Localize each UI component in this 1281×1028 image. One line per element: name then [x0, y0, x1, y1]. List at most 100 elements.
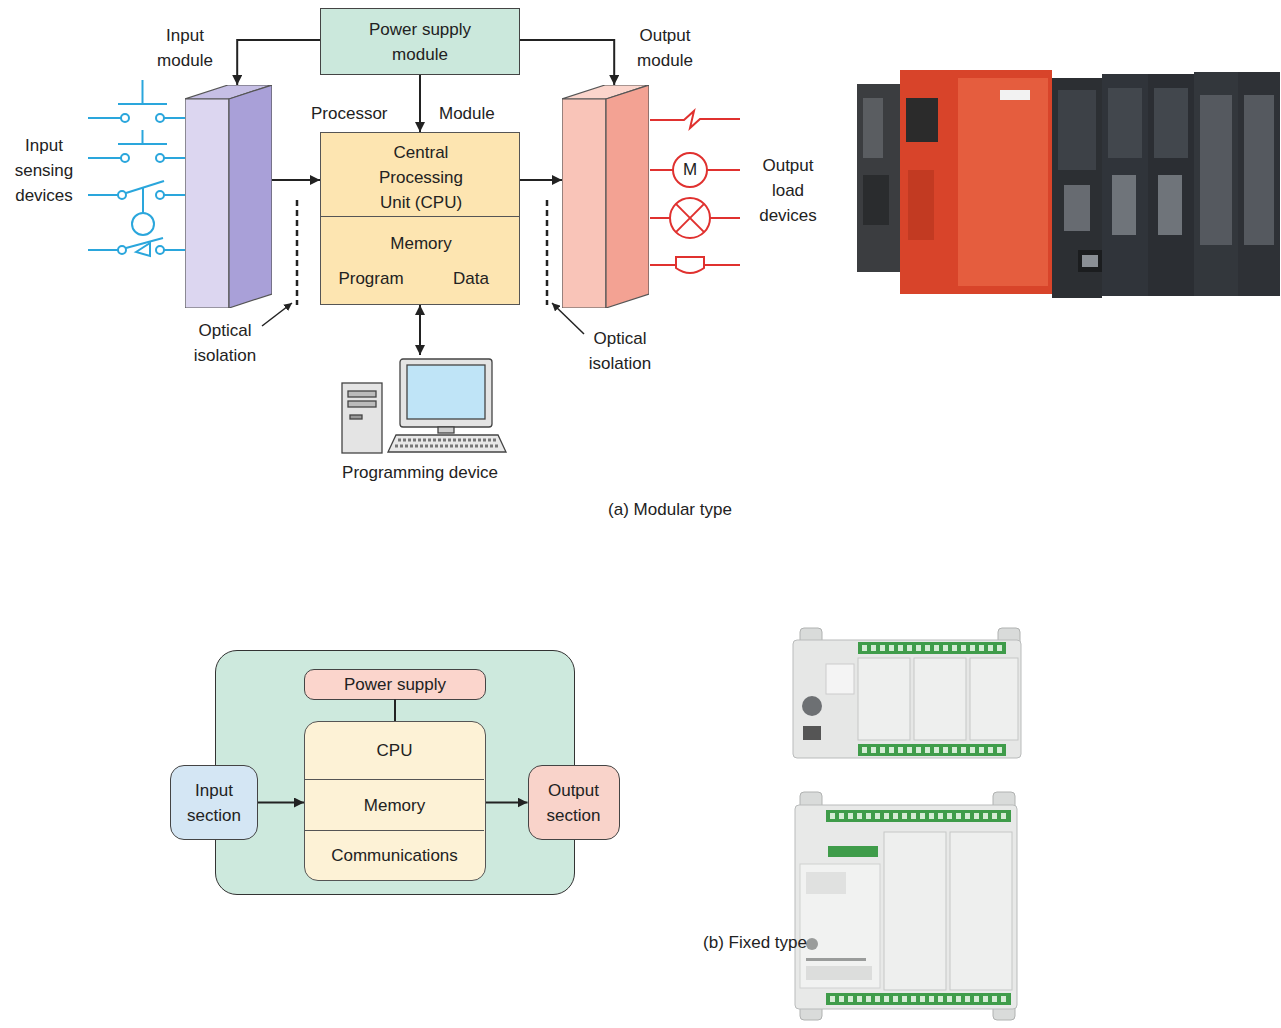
output-load-symbols	[650, 169, 673, 171]
figure-caption-a: (a) Modular type	[608, 497, 732, 522]
node-text: Input module	[140, 23, 230, 73]
node-text: CPU	[377, 738, 413, 763]
computer-icon	[350, 415, 362, 419]
modular-plc-photo	[1200, 95, 1232, 245]
input-switch-symbols	[88, 80, 185, 256]
input-switch-symbols	[156, 114, 164, 122]
input-section-box: Input section	[170, 765, 258, 840]
computer-icon	[438, 427, 454, 433]
modular-plc-photo	[1244, 95, 1274, 245]
modular-plc-photo	[1064, 185, 1090, 231]
fixed-plc-photo	[950, 832, 1012, 990]
prism-face	[229, 85, 272, 308]
fixed-plc-photo	[793, 640, 1021, 758]
modular-plc-photo	[958, 78, 1048, 286]
figure-caption-b: (b) Fixed type	[688, 930, 822, 955]
input-switch-symbols	[132, 213, 154, 235]
node-text-box: CPU	[305, 722, 484, 779]
computer-icon	[348, 401, 376, 407]
fixed-plc-housing: Power supplyCPUMemoryCommunications	[215, 650, 575, 895]
fixed-plc-photo	[858, 658, 910, 740]
output-devices-label: Output load devices	[746, 153, 830, 228]
node-text: Output section	[536, 778, 612, 828]
fixed-plc-photo	[806, 872, 846, 894]
node-text-box: Output section	[536, 778, 612, 828]
section-divider	[321, 216, 519, 217]
node-text-box: Input section	[179, 778, 249, 828]
node-text-box: Central Processing Unit (CPU)	[321, 139, 521, 216]
node-text-box: Communications	[305, 830, 484, 879]
input-switch-symbols	[164, 157, 185, 159]
fixed-plc-photo	[914, 658, 966, 740]
module-prism	[185, 85, 272, 308]
input-module: Input module	[185, 85, 272, 308]
output-load-symbols	[707, 169, 740, 171]
figure-caption-b: (b) Fixed type	[703, 930, 807, 955]
node-text: Central Processing Unit (CPU)	[364, 140, 479, 215]
computer-icon	[342, 359, 506, 453]
node-text: Programming device	[342, 460, 498, 485]
motor-letter: M	[675, 157, 705, 183]
fixed-plc-photo	[970, 658, 1018, 740]
node-text-box: Memory	[321, 228, 521, 258]
fixed-plc-photo	[830, 996, 1008, 1002]
input-switch-symbols	[88, 157, 121, 159]
input-switch-symbols	[121, 154, 129, 162]
node-text-box: Data	[431, 263, 511, 293]
output-load-symbols	[650, 111, 740, 128]
modular-plc-photo	[906, 98, 938, 142]
cpu-memory-stack: CPUMemoryCommunications	[304, 721, 486, 881]
modular-plc-photo	[1194, 72, 1238, 296]
fixed-plc-photo	[802, 696, 822, 716]
fixed-plc-photo	[826, 993, 1011, 1005]
connector-arrow	[520, 40, 614, 85]
fixed-plc-photo	[806, 958, 866, 961]
node-text: Output module	[620, 23, 710, 73]
output-load-symbols	[650, 264, 676, 266]
node-text: Processor	[311, 101, 388, 126]
node-text: Data	[453, 266, 489, 291]
computer-icon	[407, 365, 485, 419]
programming-device: Programming device	[330, 355, 510, 485]
node-text-box: Programming device	[330, 459, 510, 485]
optical-isolation-label: Optical isolation	[180, 318, 270, 368]
input-switch-symbols	[88, 194, 118, 196]
optical-isolation-label: Optical isolation	[575, 326, 665, 376]
output-load-symbols	[676, 204, 704, 232]
node-text-box: Processor	[311, 101, 401, 126]
computer-icon	[388, 435, 506, 452]
fixed-plc-photo	[806, 938, 818, 950]
fixed-plc-photo	[828, 846, 878, 857]
output-devices-label: Output load devices	[746, 153, 830, 228]
modular-plc-photo	[1058, 90, 1096, 170]
node-text: Power supply module	[355, 17, 485, 67]
node-text: Communications	[331, 843, 458, 868]
input-switch-symbols	[156, 154, 164, 162]
modular-plc-photo	[1158, 175, 1182, 235]
connector-arrow	[237, 40, 320, 85]
leader-lines	[262, 303, 292, 326]
fixed-plc-photo	[793, 628, 1021, 758]
input-switch-symbols	[142, 80, 144, 104]
fixed-plc-photo	[862, 645, 1004, 651]
input-switch-symbols	[142, 187, 144, 213]
optical-isolation-label: Optical isolation	[180, 318, 270, 368]
modular-plc-photo	[1000, 90, 1030, 100]
connector-arrow	[419, 305, 421, 355]
fixed-plc-photo	[800, 864, 880, 988]
fixed-plc-photo	[826, 664, 854, 694]
processor-module: ProcessorModuleCentral Processing Unit (…	[320, 132, 520, 305]
node-text-box: Power supply module	[355, 17, 485, 67]
power-supply-module-box: Power supply module	[320, 8, 520, 75]
modular-plc-photo	[900, 70, 1052, 294]
output-load-symbols	[710, 217, 740, 219]
fixed-plc-photo	[858, 744, 1006, 756]
fixed-plc-photo	[830, 813, 1008, 819]
optical-isolation-barriers	[546, 200, 549, 305]
node-text: Memory	[390, 231, 451, 256]
input-switch-symbols	[118, 246, 126, 254]
node-text-box: Module	[439, 101, 519, 126]
modular-plc-photo	[1148, 74, 1194, 296]
figure-caption-a: (a) Modular type	[598, 497, 742, 522]
